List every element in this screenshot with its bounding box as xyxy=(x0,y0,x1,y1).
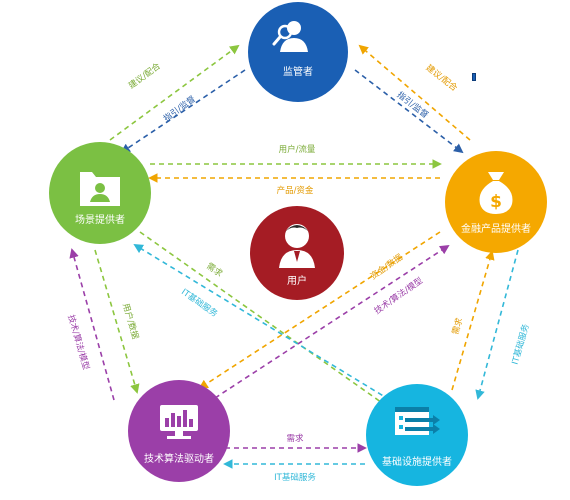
regulator-label: 监管者 xyxy=(283,65,313,78)
user-icon xyxy=(279,224,315,268)
node-infra: 基础设施提供者 xyxy=(366,384,468,486)
arrow-scene-to-tech xyxy=(94,249,140,394)
arrow-tech-model-to-finance xyxy=(214,244,450,399)
edge-label-scene-to-regulator: 建议/配合 xyxy=(126,60,163,91)
edge-label-tech-to-scene: 技术/算法/模型 xyxy=(65,314,91,372)
svg-text:$: $ xyxy=(490,192,502,212)
arrow-infra-it-to-scene xyxy=(133,244,391,401)
edge-label-finance-it-service: IT基础服务 xyxy=(510,322,532,366)
network-screen-icon xyxy=(395,407,440,435)
arrow-regulator-to-finance xyxy=(354,69,464,154)
edges xyxy=(69,44,519,469)
edge-label-scene-to-tech: 用户/数据 xyxy=(120,302,141,341)
arrow-finance-to-regulator xyxy=(358,44,471,141)
arrow-tech-to-scene xyxy=(69,248,115,401)
edge-label-infra-to-tech: IT基础服务 xyxy=(274,472,316,483)
node-tech: 技术算法驱动者 xyxy=(128,380,230,482)
arrow-scene-demand-to-infra xyxy=(139,231,397,414)
edge-label-tech-algo-model: 技术/算法/模型 xyxy=(372,275,425,317)
edge-label-finance-to-scene: 产品/资金 xyxy=(277,185,314,196)
node-regulator: 监管者 xyxy=(248,2,348,102)
node-user: 用户 xyxy=(250,206,344,300)
stray-mark xyxy=(472,73,476,81)
edge-label-finance-to-regulator: 建议/配合 xyxy=(424,62,460,94)
magnifier-person-icon xyxy=(272,21,308,52)
monitor-chart-icon xyxy=(160,405,198,439)
edge-label-scene-to-finance: 用户/流量 xyxy=(279,144,316,155)
arrow-finance-it-to-infra xyxy=(475,249,519,400)
scene-label: 场景提供者 xyxy=(75,213,125,226)
edge-label-tech-to-infra: 需求 xyxy=(286,433,304,444)
arrow-regulator-to-scene xyxy=(120,69,246,154)
edge-label-infra-to-finance: 需求 xyxy=(450,316,465,336)
edge-label-user-demand: 需求 xyxy=(204,261,225,280)
tech-label: 技术算法驱动者 xyxy=(144,452,214,465)
arrow-finance-funds-to-tech xyxy=(198,231,441,390)
money-bag-icon: $ xyxy=(479,172,513,214)
infra-label: 基础设施提供者 xyxy=(382,455,452,468)
node-finance: $ 金融产品提供者 xyxy=(445,151,547,253)
arrow-scene-to-regulator xyxy=(109,44,240,141)
edge-label-regulator-to-scene: 指引/监督 xyxy=(161,93,198,124)
node-scene: 场景提供者 xyxy=(49,142,151,244)
edge-label-it-service-left: IT基础服务 xyxy=(179,286,220,319)
user-label: 用户 xyxy=(287,274,307,287)
folder-person-icon xyxy=(80,172,120,206)
arrow-infra-to-finance xyxy=(451,250,495,391)
finance-label: 金融产品提供者 xyxy=(461,222,531,235)
